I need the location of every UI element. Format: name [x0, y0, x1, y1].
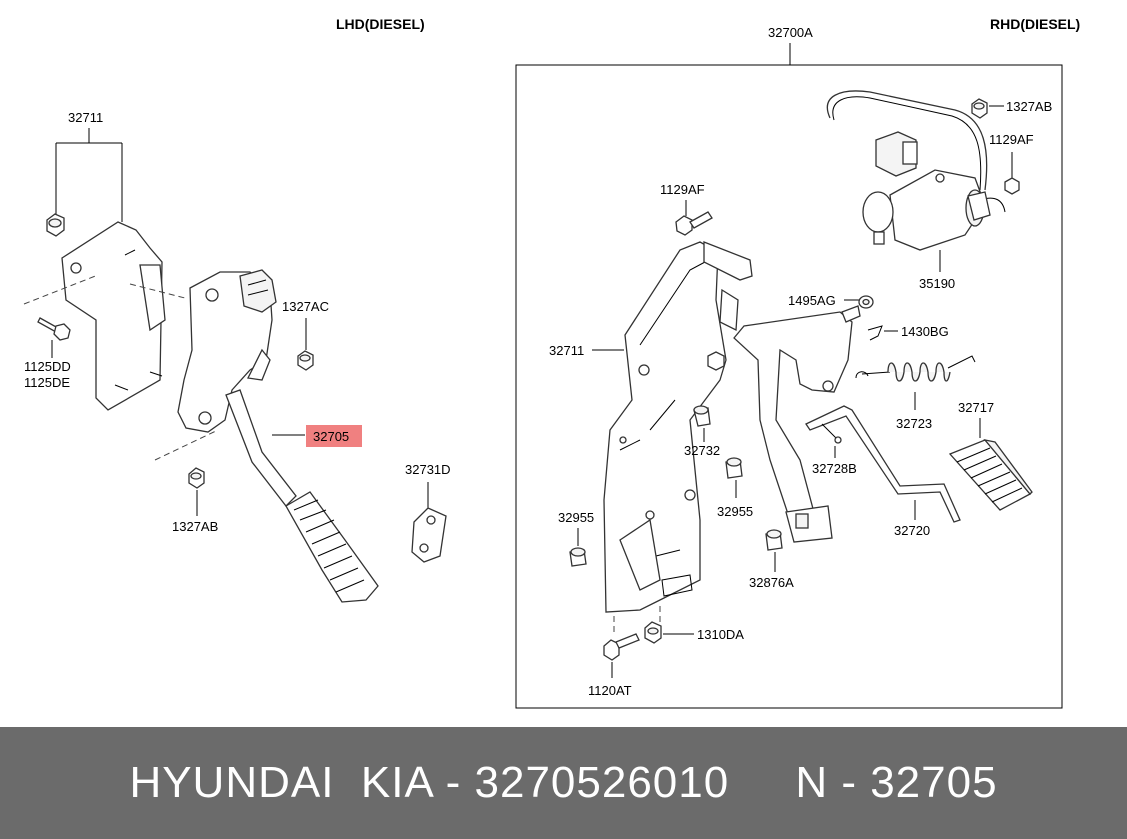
washer-icon [858, 295, 874, 309]
spring-icon [855, 355, 976, 382]
callout-32700A: 32700A [768, 25, 813, 40]
callout-32723: 32723 [896, 416, 932, 431]
callout-32728B: 32728B [812, 461, 857, 476]
callout-1125DD: 1125DD [24, 359, 71, 374]
pedal-bracket-rhd [603, 241, 727, 613]
part-number-banner: HYUNDAI KIA - 3270526010 N - 32705 [0, 727, 1127, 839]
nut-icon [46, 213, 65, 237]
nut-icon [297, 350, 314, 371]
callout-32876A: 32876A [749, 575, 794, 590]
callout-1129AF-rhd: 1129AF [989, 132, 1034, 147]
connector-icon [239, 269, 277, 313]
cap-icon [765, 529, 783, 551]
highlight-32705 [306, 425, 362, 447]
callout-32720: 32720 [894, 523, 930, 538]
callout-1120AT: 1120AT [588, 683, 632, 698]
bolt-icon [1004, 177, 1020, 195]
callout-32717: 32717 [958, 400, 994, 415]
bolt-icon [675, 211, 713, 236]
callout-1129AF-mid: 1129AF [660, 182, 705, 197]
callout-32732: 32732 [684, 443, 720, 458]
pin-icon [821, 423, 842, 444]
callout-32955-mid: 32955 [717, 504, 753, 519]
connector-icon [875, 131, 918, 177]
parts-diagram: LHD(DIESEL) RHD(DIESEL) 32711 1125DD 112… [23, 16, 1080, 709]
callout-1327AB-lhd: 1327AB [172, 519, 218, 534]
callout-1495AG: 1495AG [788, 293, 836, 308]
callout-35190: 35190 [919, 276, 955, 291]
bolt-icon [37, 317, 71, 341]
part-number-text: HYUNDAI KIA - 3270526010 N - 32705 [129, 758, 998, 807]
callout-32711-rhd: 32711 [549, 343, 584, 358]
stopper-icon [725, 457, 743, 479]
actuator-icon [862, 169, 986, 251]
lhd-header: LHD(DIESEL) [336, 16, 425, 32]
pedal-pad [285, 491, 379, 603]
stopper-icon [693, 405, 711, 427]
clip-icon [867, 325, 883, 341]
pad-cover-icon [411, 507, 447, 563]
pedal-lever-rhd [733, 311, 853, 542]
pedal-bracket-plate [61, 221, 163, 411]
nut-icon [644, 621, 662, 644]
stopper-icon [569, 547, 587, 567]
lhd-assembly: 32711 1125DD 1125DE [23, 110, 451, 603]
rhd-header: RHD(DIESEL) [990, 16, 1080, 32]
nut-icon [971, 98, 988, 119]
rhd-assembly: 1327AB 1129AF 35190 1129AF 32711 [549, 90, 1052, 698]
callout-1430BG: 1430BG [901, 324, 949, 339]
callout-1327AB-rhd: 1327AB [1006, 99, 1052, 114]
nut-icon [188, 467, 205, 489]
bolt-icon [603, 633, 640, 661]
callout-1327AC: 1327AC [282, 299, 329, 314]
pedal-arm [225, 389, 297, 507]
callout-32705: 32705 [313, 429, 349, 444]
callout-1125DE: 1125DE [24, 375, 70, 390]
callout-32711-lhd: 32711 [68, 110, 103, 125]
callout-32731D: 32731D [405, 462, 451, 477]
rhd-assembly-frame [515, 64, 1063, 709]
callout-1310DA: 1310DA [697, 627, 744, 642]
callout-32955-left: 32955 [558, 510, 594, 525]
pedal-pad-rhd [948, 439, 1033, 511]
pedal-rod [805, 405, 961, 523]
